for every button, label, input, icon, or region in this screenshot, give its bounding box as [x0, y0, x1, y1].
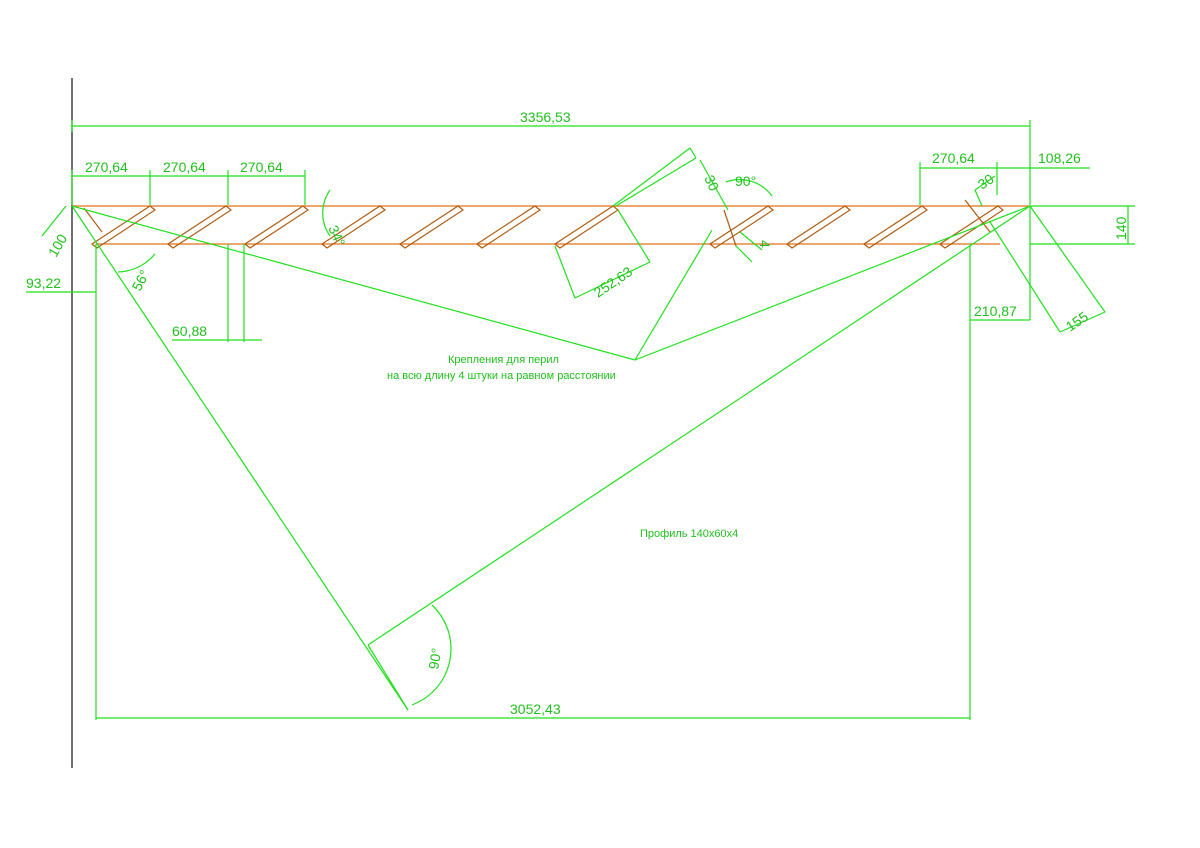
- railing-note-line1: Крепления для перил: [448, 354, 559, 366]
- step-brackets: [83, 199, 1005, 249]
- pitch-label-2: 270,64: [163, 159, 206, 175]
- right-dimensions: 210,87 155 30: [969, 170, 1106, 720]
- beam-height-dimension: 140: [1030, 205, 1135, 245]
- bottom-angle-label: 90°: [425, 647, 444, 671]
- profile-note: Профиль 140x60x4: [640, 528, 738, 540]
- thickness-label: 4: [757, 240, 773, 248]
- step-angle-label: 34°: [325, 223, 348, 249]
- right-drop-label: 210,87: [974, 303, 1017, 319]
- step-angle-arc: [322, 189, 331, 237]
- top-right-angle-label: 90°: [735, 173, 756, 189]
- overall-dimension: 3356,53: [71, 109, 1031, 205]
- bracket-height-label: 100: [45, 231, 71, 259]
- bracket-30-label-b: 30: [975, 170, 997, 192]
- overall-length-label: 3356,53: [520, 109, 571, 125]
- stringer-beam: [72, 205, 1030, 245]
- pitch-label-right: 270,64: [932, 150, 975, 166]
- step-length-label: 252,63: [591, 263, 636, 300]
- left-angle-label: 56°: [129, 267, 153, 293]
- pitch-label-3: 270,64: [240, 159, 283, 175]
- left-offset-label: 93,22: [26, 275, 61, 291]
- post-width-label: 155: [1063, 308, 1091, 334]
- bracket-detail-mid: 30 90° 4: [699, 159, 773, 263]
- support-triangle: [71, 205, 1031, 711]
- step-length-dimension: 252,63: [554, 147, 697, 300]
- pitch-dimensions: 270,64 270,64 270,64 270,64 108,26: [71, 150, 1090, 205]
- railing-note-line2: на всю длину 4 штуки на равном расстояни…: [387, 370, 616, 382]
- bottom-dimension: 3052,43: [96, 701, 970, 719]
- pitch-label-1: 270,64: [85, 159, 128, 175]
- beam-height-label: 140: [1113, 216, 1129, 240]
- bracket-30-label-a: 30: [701, 173, 722, 194]
- right-offset-label: 108,26: [1038, 150, 1081, 166]
- small-offset-label: 60,88: [172, 323, 207, 339]
- bottom-length-label: 3052,43: [510, 701, 561, 717]
